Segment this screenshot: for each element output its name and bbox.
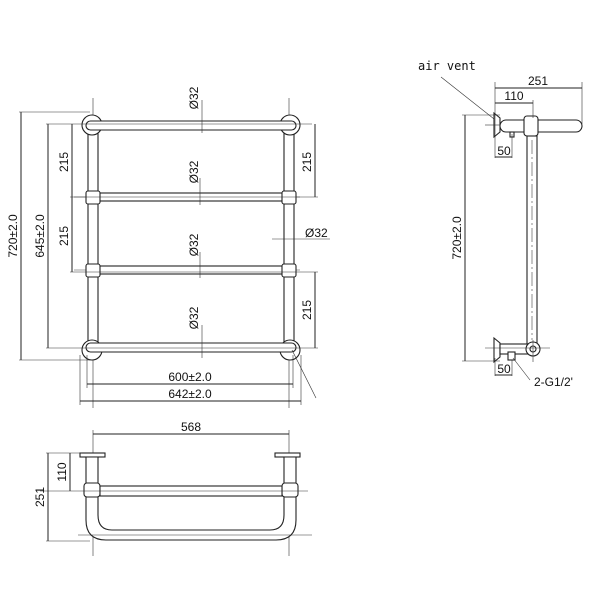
- dim-top-width: 568: [181, 420, 201, 434]
- dim-rail-dia-1: Ø32: [187, 86, 201, 109]
- dim-height-centers: 645±2.0: [33, 214, 47, 258]
- dim-width-centers: 600±2.0: [168, 370, 212, 384]
- top-joint: [523, 115, 539, 137]
- dim-rail-dia-4: Ø32: [187, 306, 201, 329]
- left-flange: [79, 452, 106, 458]
- dim-rail-dia-3: Ø32: [187, 233, 201, 256]
- dim-flange-bottom: 50: [497, 362, 511, 376]
- dim-rail-dia-2: Ø32: [187, 160, 201, 183]
- top-rail: [85, 120, 297, 131]
- dim-spacing-left-top: 215: [57, 152, 71, 172]
- top-view: 568 110 251: [33, 420, 312, 556]
- dim-width-overall: 642±2.0: [168, 387, 212, 401]
- dim-spacing-right-top: 215: [300, 152, 314, 172]
- dim-post-dia: Ø32: [305, 226, 328, 240]
- dim-flange-top: 50: [497, 144, 511, 158]
- front-view: 720±2.0 645±2.0 215 215 215 215 Ø32 Ø32 …: [6, 86, 330, 408]
- dim-top-depth-overall: 251: [33, 487, 47, 507]
- rail-3: [97, 265, 285, 275]
- inlet-icon: [507, 351, 516, 361]
- bottom-rail: [85, 342, 297, 353]
- bottom-wall-flange: [493, 336, 501, 364]
- joint-icon: [85, 190, 297, 278]
- dim-spacing-right-bottom: 215: [300, 300, 314, 320]
- dim-side-height: 720±2.0: [450, 216, 464, 260]
- top-arm: [499, 119, 583, 133]
- label-air-vent: air vent: [418, 59, 476, 73]
- side-view: air vent 251 110 50 50: [418, 59, 583, 389]
- label-connection: 2-G1/2': [534, 375, 573, 389]
- dim-top-depth-center: 110: [55, 462, 69, 481]
- dim-depth-overall: 251: [528, 74, 548, 88]
- right-flange: [274, 452, 301, 458]
- left-post: [87, 125, 99, 349]
- dim-spacing-left-mid: 215: [57, 226, 71, 246]
- u-shaped-pipe: [85, 456, 297, 541]
- dim-height-overall: 720±2.0: [6, 214, 20, 258]
- right-post: [283, 125, 295, 349]
- dim-depth-center: 110: [504, 89, 523, 103]
